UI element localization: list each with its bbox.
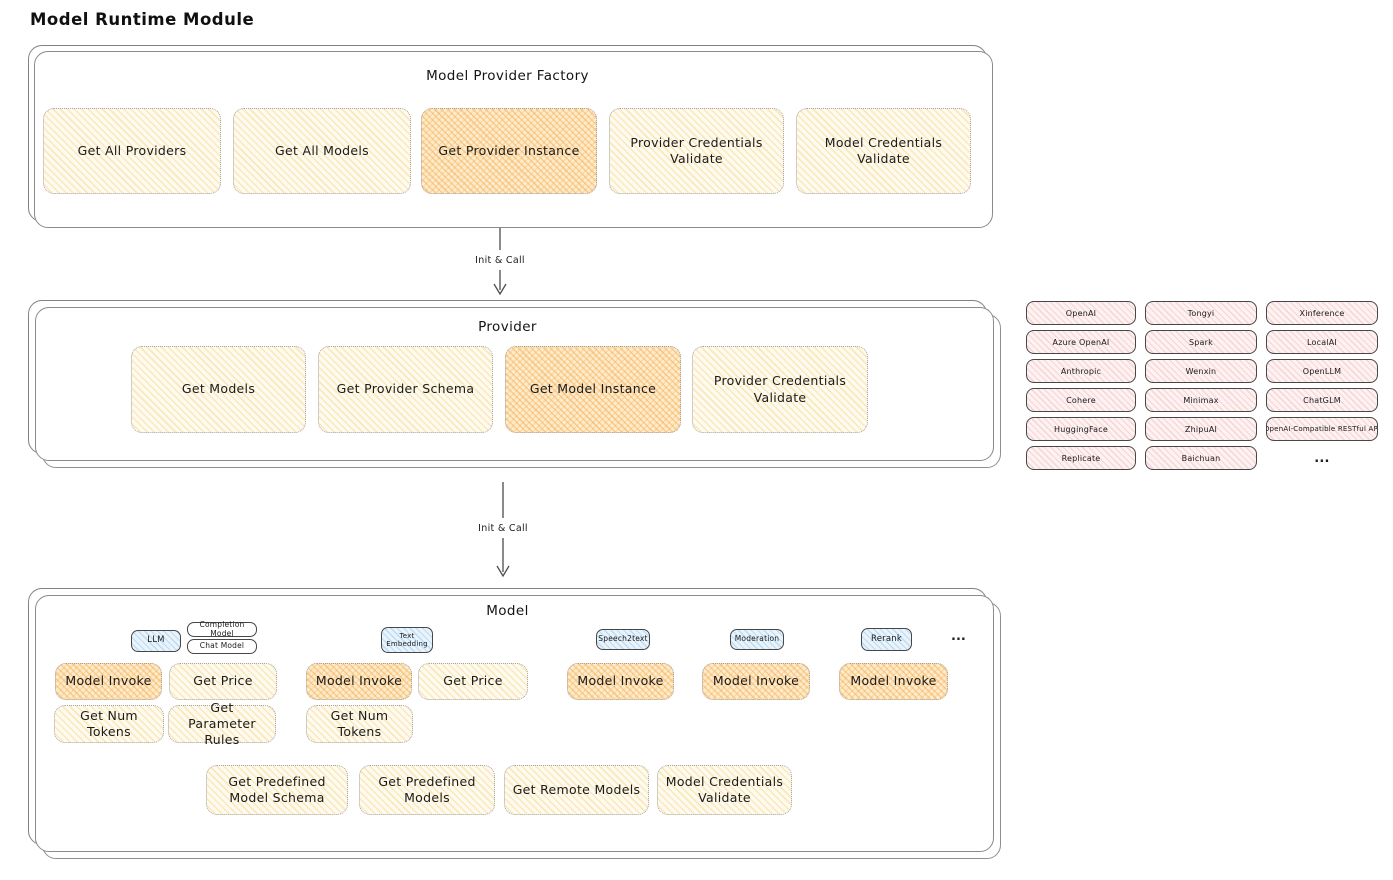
fn-llm-model-invoke: Model Invoke — [55, 663, 162, 700]
model-title: Model — [486, 603, 529, 619]
provider-item-replicate: Replicate — [1026, 446, 1136, 470]
tag-moderation: Moderation — [730, 629, 784, 650]
provider-item-openai: OpenAI — [1026, 301, 1136, 325]
fn-model-credentials-validate: Model Credentials Validate — [796, 108, 971, 194]
fn-speech2text-model-invoke: Model Invoke — [567, 663, 674, 700]
provider-item-huggingface: HuggingFace — [1026, 417, 1136, 441]
fn-model-credentials-validate-2: Model Credentials Validate — [657, 765, 792, 815]
provider-item-azure-openai: Azure OpenAI — [1026, 330, 1136, 354]
provider-item-spark: Spark — [1145, 330, 1257, 354]
factory-title: Model Provider Factory — [426, 68, 589, 84]
tag-completion-model: Completion Model — [187, 620, 257, 637]
provider-item-baichuan: Baichuan — [1145, 446, 1257, 470]
fn-embedding-get-price: Get Price — [418, 663, 528, 700]
provider-item-xinference: Xinference — [1266, 301, 1378, 325]
fn-get-all-providers: Get All Providers — [43, 108, 221, 194]
init-call-arrow-2: Init & Call — [478, 482, 528, 578]
arrowhead-icon — [493, 283, 507, 296]
provider-item-anthropic: Anthropic — [1026, 359, 1136, 383]
fn-embedding-get-num-tokens: Get Num Tokens — [306, 705, 413, 743]
tag-rerank: Rerank — [861, 628, 912, 651]
provider-item-tongyi: Tongyi — [1145, 301, 1257, 325]
fn-get-predefined-models: Get Predefined Models — [359, 765, 495, 815]
fn-embedding-model-invoke: Model Invoke — [306, 663, 412, 700]
fn-get-models: Get Models — [131, 346, 306, 433]
init-call-label-2: Init & Call — [478, 523, 528, 534]
provider-item-minimax: Minimax — [1145, 388, 1257, 412]
tag-text-embedding: Text Embedding — [381, 627, 433, 653]
page-title: Model Runtime Module — [30, 10, 255, 29]
fn-llm-get-num-tokens: Get Num Tokens — [54, 705, 164, 743]
provider-item-wenxin: Wenxin — [1145, 359, 1257, 383]
provider-item-localai: LocalAI — [1266, 330, 1378, 354]
provider-title: Provider — [478, 319, 537, 335]
factory-container: Model Provider Factory Get All Providers… — [28, 45, 987, 222]
tag-chat-model: Chat Model — [187, 639, 257, 654]
fn-rerank-model-invoke: Model Invoke — [839, 663, 948, 700]
fn-llm-get-price: Get Price — [169, 663, 277, 700]
fn-get-all-models: Get All Models — [233, 108, 411, 194]
tags-ellipsis: ... — [951, 629, 966, 644]
init-call-label-1: Init & Call — [475, 255, 525, 266]
fn-llm-get-parameter-rules: Get Parameter Rules — [168, 700, 276, 747]
fn-moderation-model-invoke: Model Invoke — [702, 663, 810, 700]
tag-llm: LLM — [131, 630, 181, 652]
fn-provider-credentials-validate-2: Provider Credentials Validate — [692, 346, 868, 433]
fn-get-predefined-model-schema: Get Predefined Model Schema — [206, 765, 348, 815]
provider-item-cohere: Cohere — [1026, 388, 1136, 412]
tag-speech2text: Speech2text — [596, 629, 650, 650]
fn-provider-credentials-validate: Provider Credentials Validate — [609, 108, 784, 194]
provider-items-ellipsis: ... — [1314, 450, 1330, 466]
fn-get-provider-schema: Get Provider Schema — [318, 346, 493, 433]
provider-item-chatglm: ChatGLM — [1266, 388, 1378, 412]
arrowhead-icon — [496, 565, 510, 578]
model-container: Model LLM Completion Model Chat Model Te… — [28, 588, 987, 845]
provider-item-zhipuai: ZhipuAI — [1145, 417, 1257, 441]
providers-grid: OpenAI Tongyi Xinference Azure OpenAI Sp… — [1026, 301, 1378, 470]
fn-get-provider-instance: Get Provider Instance — [421, 108, 597, 194]
provider-item-openai-compatible-restful-api: OpenAI-Compatible RESTful API — [1266, 417, 1378, 441]
fn-get-remote-models: Get Remote Models — [504, 765, 649, 815]
fn-get-model-instance: Get Model Instance — [505, 346, 681, 433]
init-call-arrow-1: Init & Call — [475, 224, 525, 296]
provider-item-openllm: OpenLLM — [1266, 359, 1378, 383]
provider-container: Provider Get Models Get Provider Schema … — [28, 300, 987, 454]
